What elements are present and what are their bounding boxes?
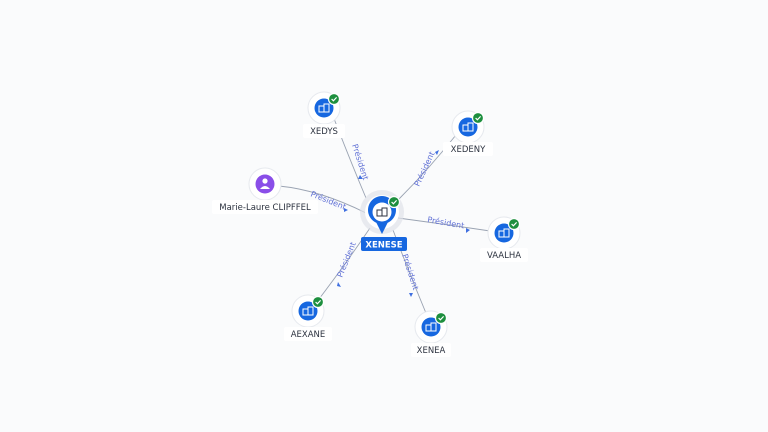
node-label-box bbox=[284, 327, 332, 341]
verified-check-icon bbox=[311, 295, 325, 309]
company-icon bbox=[376, 207, 388, 217]
node-xenea[interactable]: XENEA bbox=[411, 310, 451, 357]
center-label-box bbox=[361, 237, 407, 251]
edge-arrow-vaalha bbox=[466, 228, 470, 233]
edge-arrow-xedys bbox=[358, 175, 363, 179]
company-icon bbox=[302, 306, 314, 316]
edge-xedeny bbox=[397, 129, 461, 201]
person-icon bbox=[260, 178, 270, 189]
node-vaalha[interactable]: VAALHA bbox=[480, 216, 528, 262]
checkmark-icon bbox=[475, 115, 482, 121]
edge-arrow-xenea bbox=[409, 293, 413, 297]
checkmark-icon bbox=[511, 221, 518, 227]
node-label-xedeny: XEDENY bbox=[451, 145, 486, 155]
node-label-box bbox=[443, 142, 493, 156]
node-aexane[interactable]: AEXANE bbox=[284, 294, 332, 341]
edge-marie-laure bbox=[278, 185, 367, 214]
node-label-marie-laure: Marie-Laure CLIPFFEL bbox=[219, 203, 311, 213]
checkmark-icon bbox=[315, 299, 322, 305]
node-label-aexane: AEXANE bbox=[291, 330, 326, 340]
company-icon bbox=[425, 322, 437, 332]
center-pin-tip bbox=[376, 222, 388, 234]
node-label-xenea: XENEA bbox=[417, 346, 446, 356]
verified-check-icon bbox=[387, 195, 401, 209]
center-node-label: XENESE bbox=[365, 241, 402, 251]
edge-arrow-aexane bbox=[337, 282, 341, 287]
edge-arrow-marie-laure bbox=[344, 208, 348, 212]
verified-check-icon bbox=[327, 92, 341, 106]
verified-check-icon bbox=[507, 217, 521, 231]
node-label-xedys: XEDYS bbox=[310, 127, 338, 137]
node-core bbox=[255, 174, 275, 194]
edge-label-aexane: Président bbox=[335, 240, 358, 278]
edge-label-vaalha: Président bbox=[427, 214, 465, 230]
edge-aexane bbox=[315, 227, 371, 304]
center-node-xenese[interactable]: XENESE bbox=[360, 190, 407, 251]
node-label-vaalha: VAALHA bbox=[487, 251, 521, 261]
edge-label-xedys: Président bbox=[350, 143, 371, 182]
verified-check-icon bbox=[471, 111, 485, 125]
edge-vaalha bbox=[397, 217, 491, 232]
edge-arrow-xedeny bbox=[435, 150, 439, 155]
company-icon bbox=[462, 122, 474, 132]
node-label-box bbox=[480, 248, 528, 262]
node-label-box bbox=[411, 343, 451, 357]
checkmark-icon bbox=[438, 315, 445, 321]
node-label-box bbox=[212, 200, 318, 214]
company-icon bbox=[318, 103, 330, 113]
edge-label-xenea: Président bbox=[400, 253, 421, 292]
verified-check-icon bbox=[434, 311, 448, 325]
checkmark-icon bbox=[331, 96, 338, 102]
checkmark-icon bbox=[391, 199, 398, 205]
node-marie-laure[interactable]: Marie-Laure CLIPFFEL bbox=[212, 167, 318, 214]
node-xedys[interactable]: XEDYS bbox=[303, 91, 345, 138]
node-label-box bbox=[303, 124, 345, 138]
node-xedeny[interactable]: XEDENY bbox=[443, 110, 493, 156]
company-icon bbox=[498, 228, 510, 238]
edge-label-xedeny: Président bbox=[412, 150, 437, 188]
